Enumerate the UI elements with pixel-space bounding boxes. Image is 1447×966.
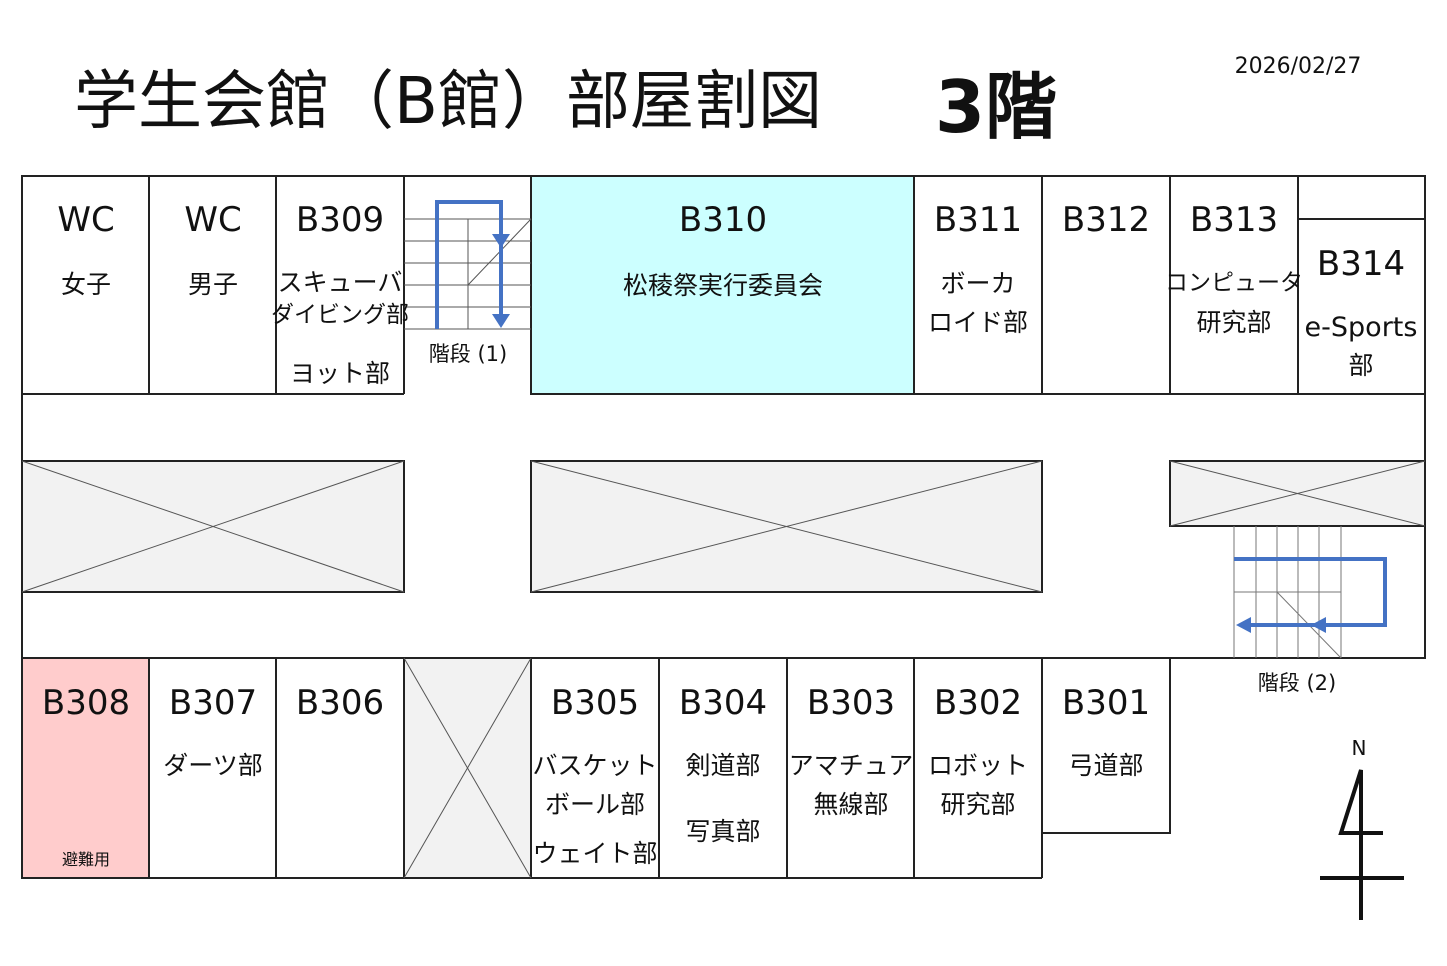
compass-label: N [1351,736,1367,760]
room-label: バスケット [532,751,658,780]
room-label: ダーツ部 [163,751,263,780]
room-name: WC [184,200,242,240]
room-name: B314 [1316,244,1406,284]
north-arrow-icon [1320,769,1404,920]
room-label: コンピュータ [1165,270,1303,296]
room-label: 無線部 [813,790,889,819]
room-label: 部 [1348,351,1374,380]
room-label: スキューバ [277,268,403,297]
room-label: 剣道部 [685,751,761,780]
date: 2026/02/27 [1234,54,1362,79]
room-label: 研究部 [1196,308,1272,337]
room-name: B304 [678,683,768,723]
room-label: 写真部 [685,817,761,846]
room-name: B302 [933,683,1023,723]
b308-fill [21,657,150,879]
room-label: 女子 [60,270,112,299]
stairs-2-label: 階段 (2) [1257,671,1337,695]
room-name: B313 [1189,200,1279,240]
room-label: ダイビング部 [271,302,409,328]
room-label: ロボット [927,751,1029,780]
room-label: 弓道部 [1068,751,1144,780]
outer-wall [21,175,1426,659]
room-name: B312 [1061,200,1151,240]
room-label: 松稜祭実行委員会 [622,271,824,300]
room-name: B310 [678,200,768,240]
room-name: WC [57,200,115,240]
room-name: B307 [168,683,258,723]
room-label: ボーカ [940,269,1016,298]
room-label: ヨット部 [289,359,391,388]
room-name: B305 [550,683,640,723]
room-label: ロイド部 [927,308,1029,337]
room-label: e-Sports [1304,312,1418,343]
room-name: B306 [295,683,385,723]
b310-fill [530,175,915,395]
room-name: B311 [933,200,1023,240]
room-label: ボール部 [544,790,646,819]
room-name: B303 [806,683,896,723]
stairs-1-label: 階段 (1) [428,342,508,366]
room-label: ウェイト部 [532,839,658,868]
room-name: B309 [295,200,385,240]
room-label: アマチュア [788,751,914,780]
room-name: B308 [41,683,131,723]
room-note: 避難用 [61,850,111,869]
room-label: 男子 [187,270,239,299]
floor-label: 3階 [934,65,1058,149]
page-title: 学生会館（B館）部屋割図 [74,65,822,139]
room-label: 研究部 [940,790,1016,819]
room-name: B301 [1061,683,1151,723]
